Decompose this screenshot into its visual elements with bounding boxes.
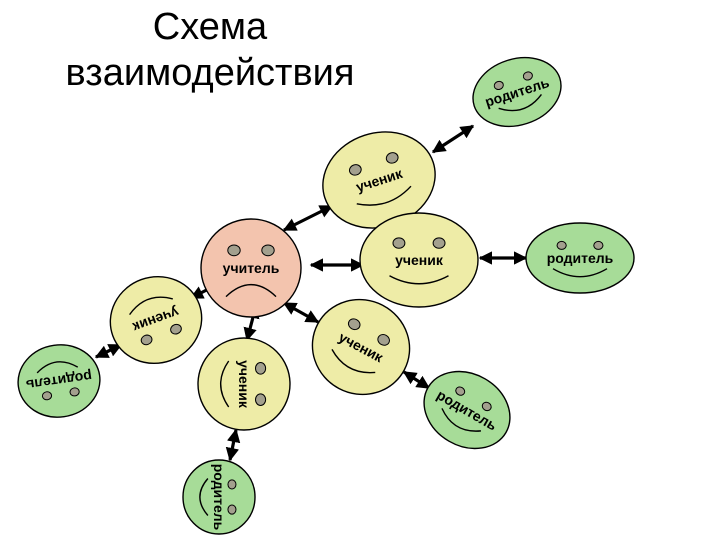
edge-student5-parent5 bbox=[94, 343, 123, 359]
diagram-title: Схема взаимодействия bbox=[0, 4, 420, 96]
student2-face bbox=[359, 212, 479, 308]
student4-label: ученик bbox=[236, 360, 252, 409]
student3-mouth bbox=[331, 349, 376, 374]
parent5-left-eye bbox=[69, 387, 80, 397]
parent5-face bbox=[17, 344, 101, 418]
parent3-mouth bbox=[441, 408, 481, 432]
parent3-face bbox=[423, 370, 511, 450]
node-parent2: родитель bbox=[525, 222, 635, 294]
edge-teacher-student3 bbox=[282, 301, 320, 324]
edge-student4-parent4 bbox=[225, 428, 241, 462]
node-parent4: родитель bbox=[182, 459, 256, 535]
student4-right-eye bbox=[254, 393, 267, 406]
parent2-face bbox=[525, 222, 635, 294]
teacher-face bbox=[200, 218, 302, 318]
edge-student1-parent1 bbox=[431, 124, 475, 154]
parent2-left-eye bbox=[556, 240, 567, 250]
parent4-left-eye bbox=[227, 479, 237, 490]
parent2-label: родитель bbox=[547, 250, 614, 266]
student4-left-eye bbox=[254, 362, 267, 375]
parent2-mouth bbox=[552, 268, 608, 278]
student5-face bbox=[109, 275, 203, 365]
title-line-1: Схема bbox=[152, 6, 268, 48]
node-student4: ученик bbox=[197, 337, 291, 431]
node-student5: ученик bbox=[109, 275, 203, 365]
teacher-label: учитель bbox=[223, 260, 280, 276]
node-teacher: учитель bbox=[200, 218, 302, 318]
student3-left-eye bbox=[347, 318, 361, 331]
title-line-2: взаимодействия bbox=[65, 52, 355, 94]
parent1-right-eye bbox=[522, 71, 533, 81]
student1-right-eye bbox=[385, 152, 399, 164]
student3-face bbox=[311, 298, 411, 396]
teacher-left-eye bbox=[227, 244, 241, 257]
student4-face bbox=[197, 337, 291, 431]
node-parent1: родитель bbox=[472, 56, 562, 128]
parent3-left-eye bbox=[455, 386, 466, 396]
parent4-label: родитель bbox=[211, 464, 227, 531]
student1-left-eye bbox=[348, 164, 362, 176]
student2-mouth bbox=[389, 275, 449, 285]
student5-mouth bbox=[129, 296, 173, 316]
parent4-face bbox=[182, 459, 256, 535]
student5-right-eye bbox=[140, 334, 153, 346]
node-parent3: родитель bbox=[423, 370, 511, 450]
student2-right-eye bbox=[432, 237, 446, 249]
node-parent5: родитель bbox=[17, 344, 101, 418]
nodes-layer: учительученикученикученикученикученикрод… bbox=[17, 56, 635, 535]
edge-student3-parent3 bbox=[402, 370, 431, 390]
student1-mouth bbox=[356, 185, 412, 206]
parent1-left-eye bbox=[493, 80, 504, 90]
student2-left-eye bbox=[392, 237, 406, 249]
node-student2: ученик bbox=[359, 212, 479, 308]
parent1-mouth bbox=[498, 94, 543, 112]
teacher-mouth bbox=[225, 283, 277, 298]
parent5-mouth bbox=[36, 361, 79, 374]
parent3-right-eye bbox=[481, 401, 492, 412]
node-student3: ученик bbox=[311, 298, 411, 396]
student3-right-eye bbox=[377, 334, 390, 346]
student2-label: ученик bbox=[395, 252, 444, 268]
student5-left-eye bbox=[170, 323, 182, 335]
parent4-mouth bbox=[199, 478, 209, 516]
parent2-right-eye bbox=[593, 240, 604, 250]
student4-mouth bbox=[219, 360, 230, 408]
parent1-face bbox=[472, 56, 562, 128]
parent4-right-eye bbox=[227, 504, 237, 515]
parent5-right-eye bbox=[41, 391, 53, 401]
edge-teacher-student1 bbox=[282, 204, 334, 232]
teacher-right-eye bbox=[261, 244, 275, 257]
